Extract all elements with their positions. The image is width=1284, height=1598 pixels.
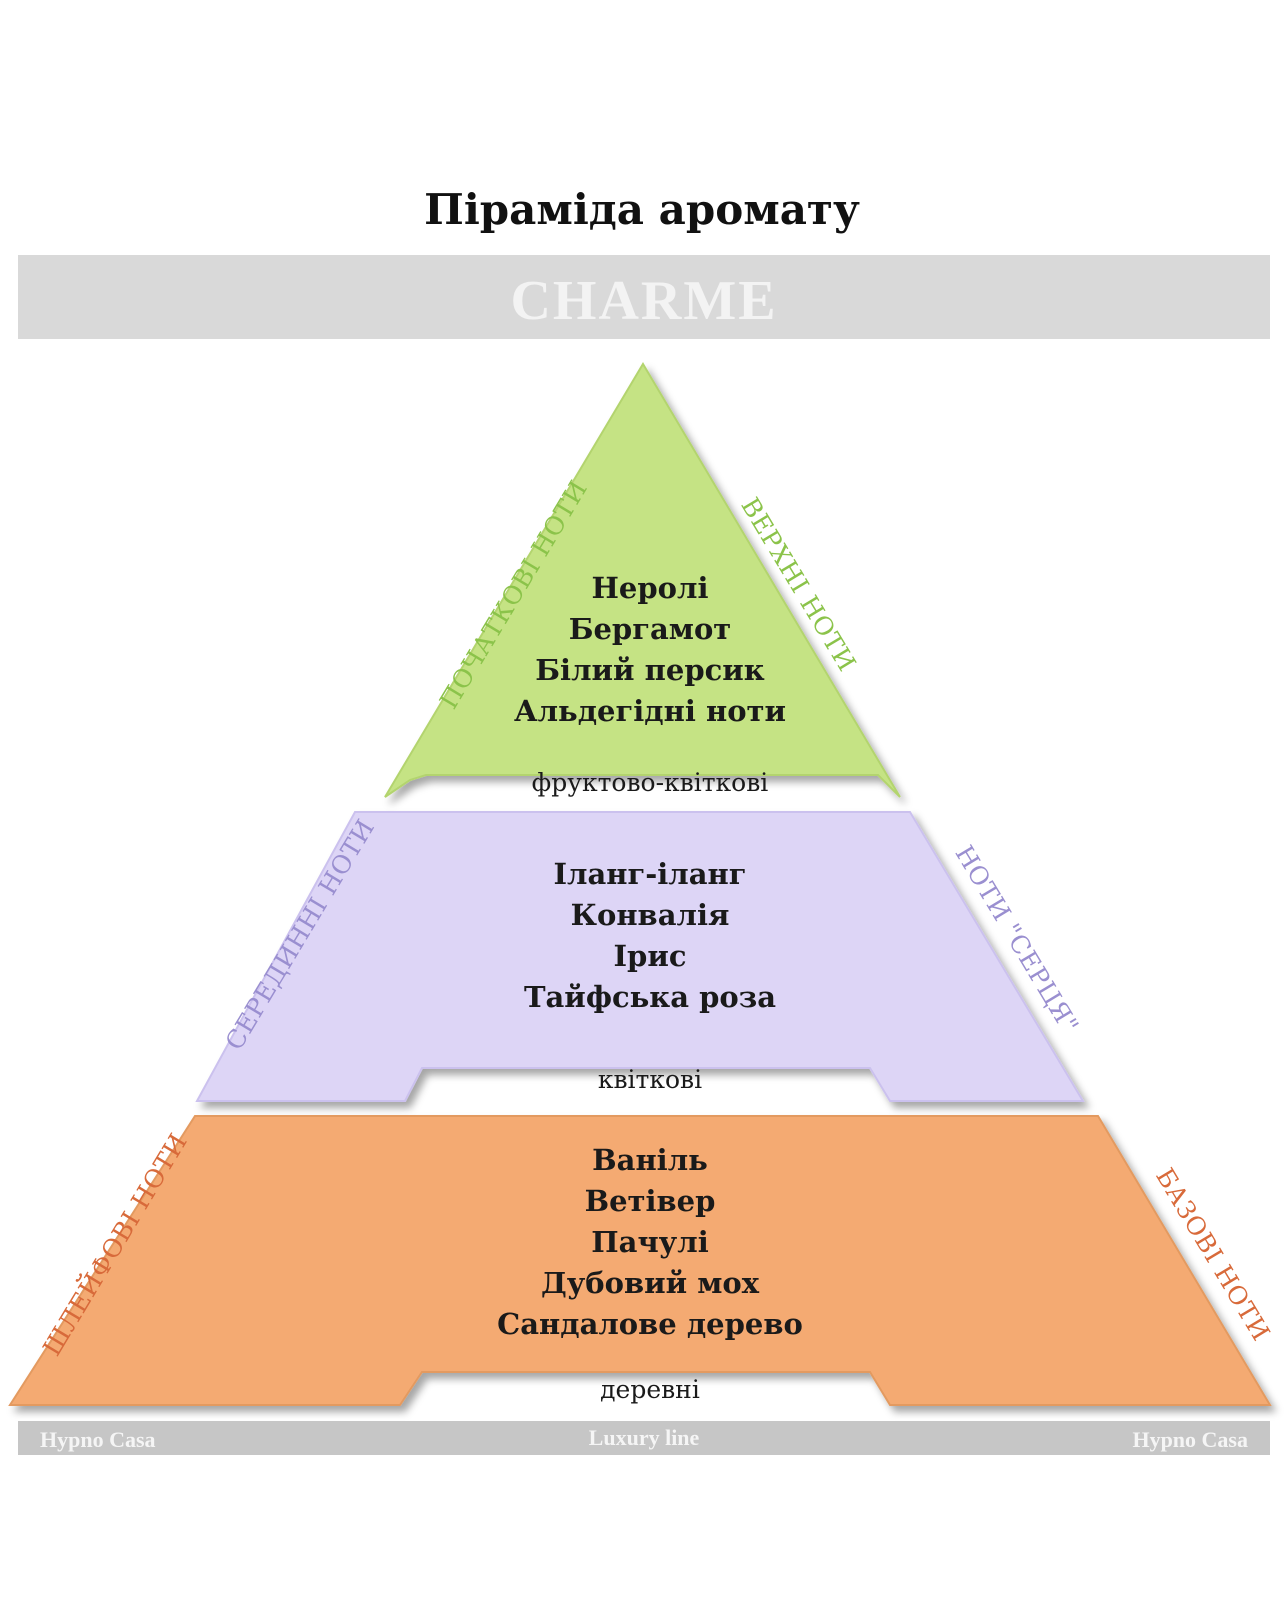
note-item: Альдегідні ноти <box>513 694 787 728</box>
note-item: Сандалове дерево <box>497 1307 803 1341</box>
note-item: Ірис <box>613 939 687 973</box>
footer-brand-right: Hypno Casa <box>1132 1427 1248 1452</box>
fragrance-name-banner: CHARME <box>18 255 1270 339</box>
base-family-label: деревні <box>600 1375 700 1404</box>
note-item: Бергамот <box>568 612 732 646</box>
footer-brand-left: Hypno Casa <box>40 1427 156 1452</box>
note-item: Неролі <box>591 571 709 605</box>
footer-bar: Hypno Casa Luxury line Hypno Casa <box>18 1421 1270 1455</box>
note-item: Конвалія <box>570 898 730 932</box>
top-notes-list: Неролі Бергамот Білий персик Альдегідні … <box>340 568 960 732</box>
middle-notes-list: Іланг-іланг Конвалія Ірис Тайфська роза <box>340 854 960 1018</box>
base-notes-tier <box>8 1115 1272 1406</box>
fragrance-name: CHARME <box>510 270 778 332</box>
note-item: Білий персик <box>535 653 765 687</box>
top-notes-tier <box>384 362 901 798</box>
page-title: Піраміда аромату <box>424 185 860 234</box>
note-item: Пачулі <box>591 1225 709 1259</box>
note-item: Іланг-іланг <box>553 857 747 891</box>
note-item: Ветівер <box>584 1184 716 1218</box>
note-item: Ваніль <box>592 1143 708 1177</box>
base-notes-list: Ваніль Ветівер Пачулі Дубовий мох Сандал… <box>340 1140 960 1345</box>
middle-notes-tier <box>195 811 1085 1102</box>
footer-line-name: Luxury line <box>588 1425 700 1450</box>
top-family-label: фруктово-квіткові <box>531 768 769 797</box>
middle-family-label: квіткові <box>597 1065 703 1094</box>
note-item: Дубовий мох <box>540 1266 760 1300</box>
note-item: Тайфська роза <box>523 980 777 1014</box>
